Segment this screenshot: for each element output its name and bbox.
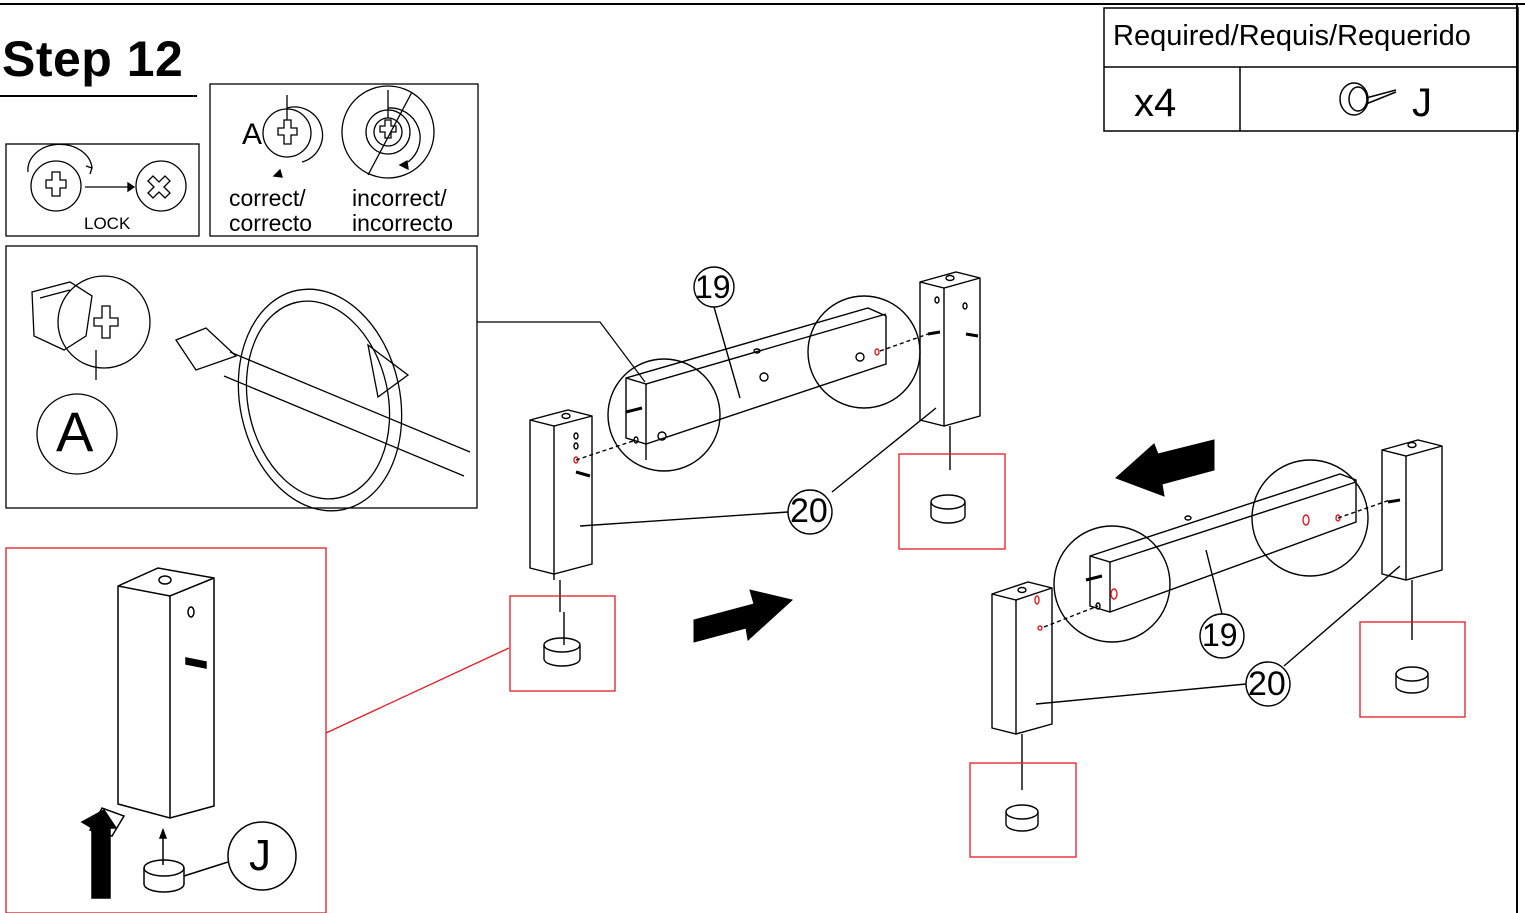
left-assembly [509,266,1006,692]
direction-arrow-left [1115,439,1215,497]
lock-label: LOCK [84,214,131,233]
correct-label-es: correcto [229,210,313,236]
part-19-label-right: 19 [1202,617,1238,653]
required-part-letter: J [1412,81,1432,125]
detail-leader [477,321,646,383]
lock-box [5,143,200,237]
incorrect-label-en: incorrect/ [352,185,447,211]
page-border [0,3,1525,913]
right-assembly [969,439,1466,858]
part-20-label-left: 20 [790,492,828,530]
orientation-box [209,83,479,237]
part-19-label-left: 19 [695,269,731,305]
cam-detail-letter: A [56,400,94,463]
leg-glide-detail [5,547,510,913]
step-title: Step 12 [2,31,184,87]
orientation-letter: A [242,118,263,151]
glide-nail-icon [1339,82,1397,116]
incorrect-label-es: incorrecto [352,210,453,236]
glide-detail-letter: J [249,831,271,880]
required-table [1103,7,1519,132]
required-quantity: x4 [1134,81,1177,125]
direction-arrow-right [693,589,794,643]
part-20-label-right: 20 [1248,665,1286,703]
cam-lock-detail [5,245,478,512]
required-header: Required/Requis/Requerido [1113,20,1471,52]
correct-label-en: correct/ [229,185,306,211]
